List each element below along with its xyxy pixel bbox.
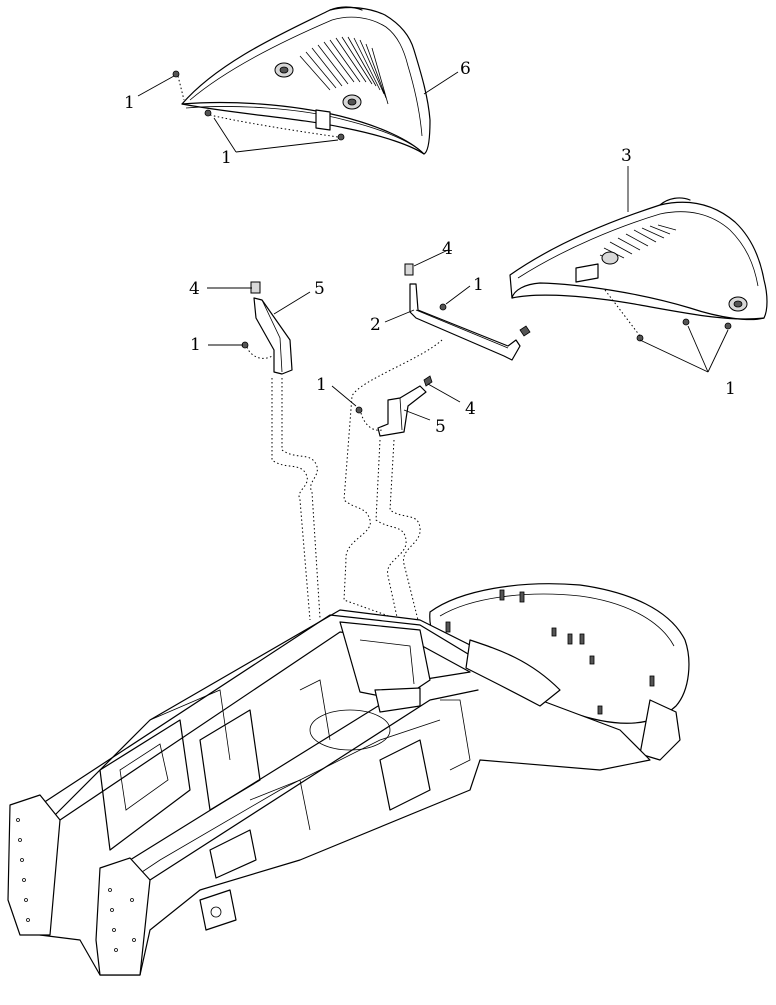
bracket-left — [241, 281, 293, 375]
rear-plate-bolts — [445, 589, 655, 715]
chassis-frame — [7, 583, 690, 976]
callout-fender-right: 3 — [621, 146, 632, 166]
screws-right-fender — [604, 289, 732, 342]
callout-bracket-center: 5 — [435, 417, 446, 437]
callout-stud-right: 4 — [465, 399, 476, 419]
callout-screw-tl-bottom: 1 — [221, 148, 232, 168]
fender-left-vents — [299, 36, 389, 105]
callout-screw-bracket-center: 1 — [316, 375, 327, 395]
callout-screw-tl: 1 — [124, 93, 135, 113]
callout-fender-left: 6 — [460, 59, 471, 79]
bracket-center — [355, 375, 433, 437]
screws-left-fender — [172, 70, 345, 141]
leader-lines — [137, 71, 729, 421]
callout-stud-left: 4 — [189, 279, 200, 299]
callout-stud-mid: 4 — [442, 239, 453, 259]
front-face-holes — [16, 818, 30, 922]
callout-labels: 1 1 6 3 4 1 2 4 5 1 1 4 5 1 — [124, 59, 736, 437]
callout-screw-bracket-mid: 1 — [473, 275, 484, 295]
bracket-long — [404, 263, 531, 361]
callout-bracket-left: 5 — [314, 279, 325, 299]
assembly-paths — [271, 339, 443, 661]
callout-bracket-long: 2 — [370, 315, 381, 335]
fender-right — [509, 197, 768, 321]
fender-left — [181, 6, 431, 155]
callout-screw-right-fender: 1 — [725, 379, 736, 399]
callout-screw-bracket-left: 1 — [190, 335, 201, 355]
front-face-holes-2 — [108, 888, 136, 952]
